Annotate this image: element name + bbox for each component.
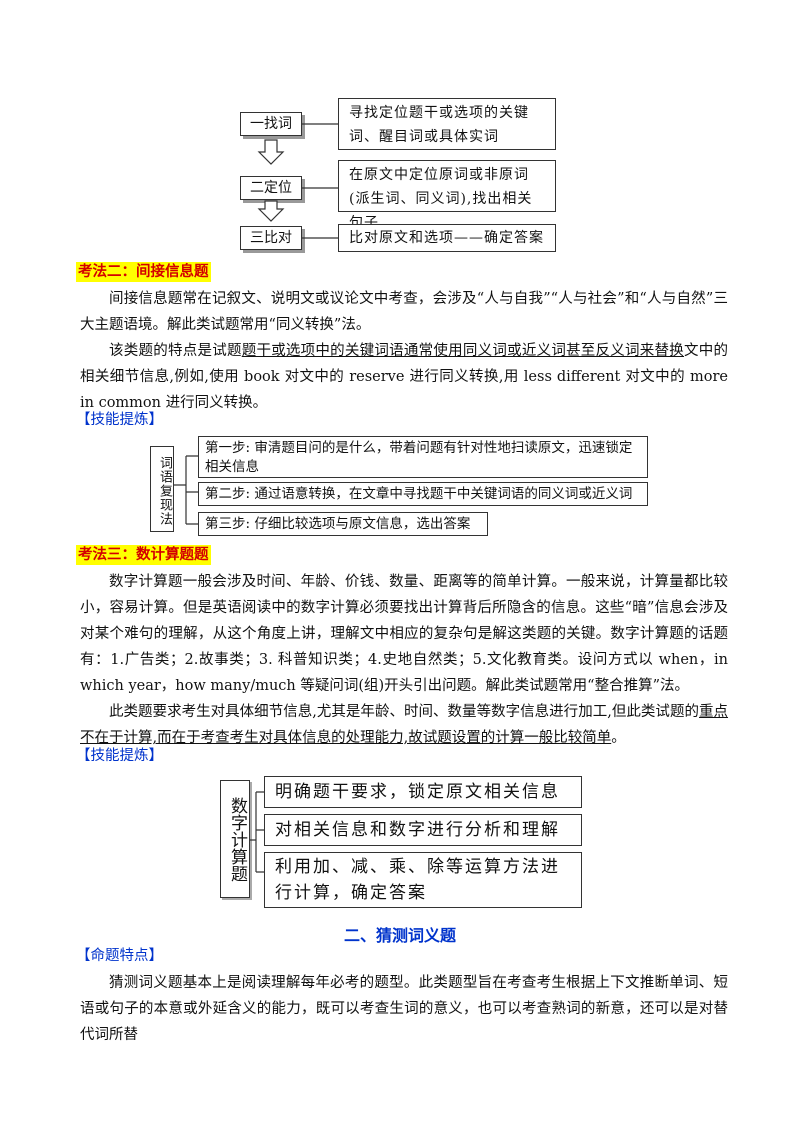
calc-step-1: 明确题干要求，锁定原文相关信息 — [264, 776, 582, 808]
features-label: 【命题特点】 — [76, 948, 163, 964]
desc-box-2: 在原文中定位原词或非原词(派生词、同义词),找出相关句子 — [338, 160, 556, 231]
bracket-connector — [250, 791, 266, 873]
paragraph: 间接信息题常在记叙文、说明文或议论文中考查，会涉及“人与自我”“人与社会”和“人… — [80, 291, 728, 333]
paragraph: 此类题要求考生对具体细节信息,尤其是年龄、时间、数量等数字信息进行加工,但此类试… — [80, 699, 728, 751]
section-heading-calculation: 考法三：数计算题题 — [76, 545, 211, 565]
paragraph: 数字计算题一般会涉及时间、年龄、价钱、数量、距离等的简单计算。一般来说，计算量都… — [80, 574, 728, 694]
desc-box-3: 比对原文和选项——确定答案 — [338, 224, 556, 252]
skill-label-2: 【技能提炼】 — [76, 748, 163, 764]
guess-meaning-body: 猜测词义题基本上是阅读理解每年必考的题型。此类题型旨在考查考生根据上下文推断单词… — [80, 970, 728, 1048]
text: 此类题要求考生对具体细节信息,尤其是年龄、时间、数量等数字信息进行加工,但此类试… — [109, 704, 699, 720]
calc-step-3: 利用加、减、乘、除等运算方法进行计算，确定答案 — [264, 852, 582, 908]
calc-label-box: 数字计算题 — [220, 780, 250, 898]
step-three-box: 第三步: 仔细比较选项与原文信息，选出答案 — [198, 512, 488, 536]
section-calculation-body: 数字计算题一般会涉及时间、年龄、价钱、数量、距离等的简单计算。一般来说，计算量都… — [80, 569, 728, 751]
text: 文中的相关细节信息,例如,使用 book 对文中的 reserve 进行同义转换… — [80, 343, 729, 411]
part-title: 二、猜测词义题 — [343, 926, 456, 945]
step-box-3: 三比对 — [240, 226, 302, 250]
underlined-text: 重点不在于计算,而在于考查考生对具体信息的处理能力,故试题设置的计算一般比较简单 — [80, 704, 729, 746]
desc-box-1: 寻找定位题干或选项的关键词、醒目词或具体实词 — [338, 98, 556, 150]
flowchart-connectors — [257, 123, 338, 239]
text: 。 — [611, 730, 626, 746]
underlined-text: 题干或选项中的关键词语通常使用同义词或近义词甚至反义词来替换 — [241, 343, 685, 359]
text: 该类题的特点是试题 — [109, 343, 242, 359]
paragraph: 猜测词义题基本上是阅读理解每年必考的题型。此类题型旨在考查考生根据上下文推断单词… — [80, 975, 728, 1043]
step-two-box: 第二步: 通过语意转换，在文章中寻找题干中关键词语的同义词或近义词 — [198, 482, 648, 506]
step-box-2: 二定位 — [240, 176, 302, 200]
bracket-connector — [174, 455, 198, 525]
section-indirect-body: 间接信息题常在记叙文、说明文或议论文中考查，会涉及“人与自我”“人与社会”和“人… — [80, 286, 728, 416]
step-one-box: 第一步: 审清题目问的是什么，带着问题有针对性地扫读原文，迅速锁定相关信息 — [198, 436, 648, 478]
section-heading-indirect: 考法二：间接信息题 — [76, 262, 211, 282]
step-box-1: 一找词 — [240, 112, 302, 136]
skill-label-1: 【技能提炼】 — [76, 412, 163, 428]
paragraph: 该类题的特点是试题题干或选项中的关键词语通常使用同义词或近义词甚至反义词来替换文… — [80, 338, 728, 416]
calc-step-2: 对相关信息和数字进行分析和理解 — [264, 814, 582, 846]
method-label-box: 词语复现法 — [150, 446, 174, 532]
